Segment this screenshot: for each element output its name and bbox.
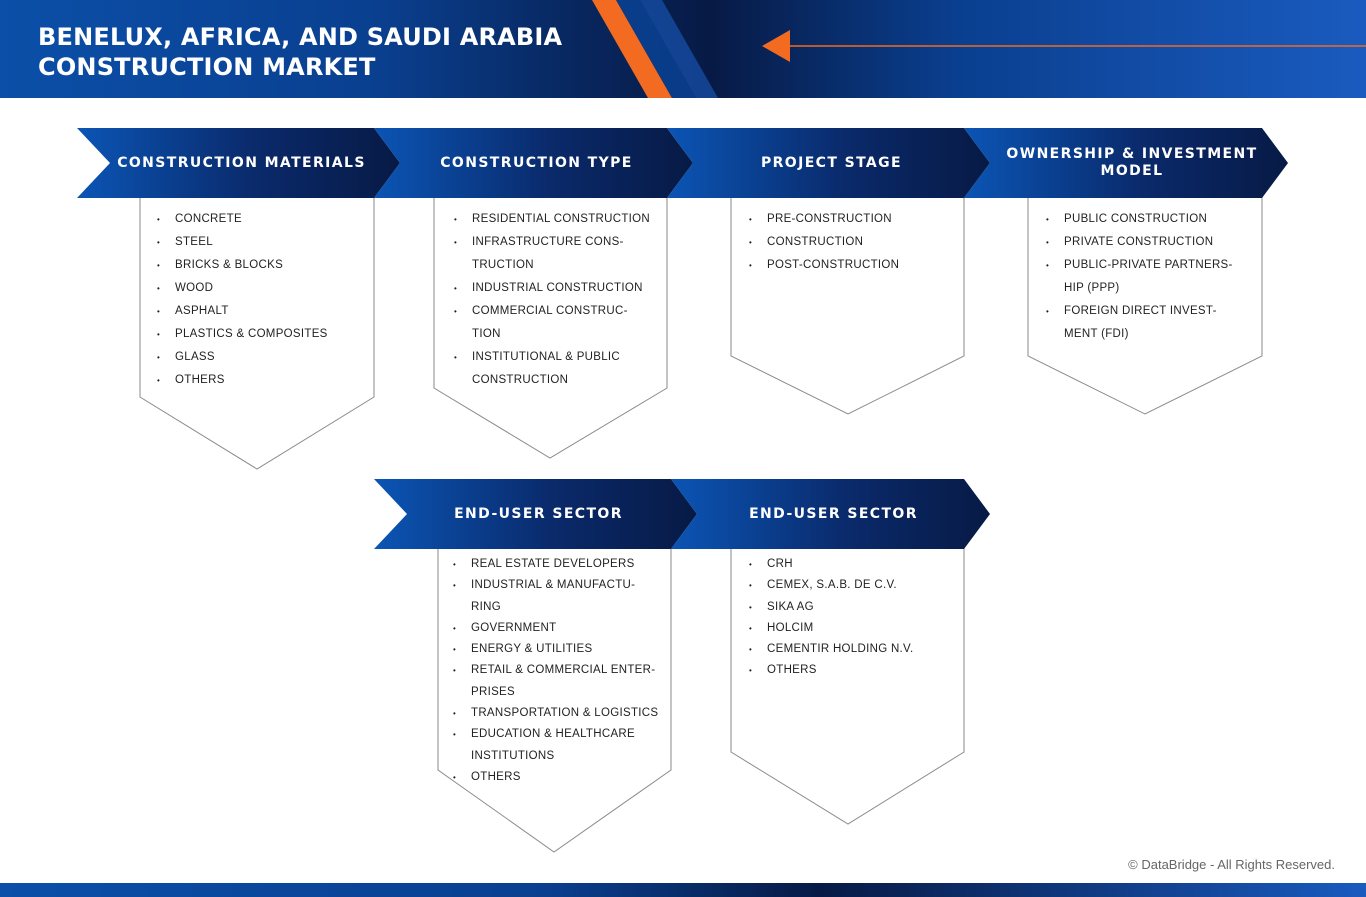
list-item: RETAIL & COMMERCIAL ENTER- PRISES — [453, 660, 667, 703]
list-item: GLASS — [157, 346, 367, 369]
list-item: INDUSTRIAL & MANUFACTU- RING — [453, 575, 667, 618]
segment-title: END-USER SECTOR — [749, 505, 918, 522]
segment-title: CONSTRUCTION TYPE — [440, 154, 633, 171]
footer-bar — [0, 883, 1366, 897]
list-item: ENERGY & UTILITIES — [453, 639, 667, 661]
list-item: OTHERS — [453, 767, 667, 789]
list-item: ASPHALT — [157, 300, 367, 323]
list-item: OTHERS — [157, 369, 367, 392]
chevron-end-user — [374, 479, 697, 549]
segment-item-list: RESIDENTIAL CONSTRUCTION INFRASTRUCTURE … — [454, 208, 664, 392]
segment-item-list: CRH CEMEX, S.A.B. DE C.V. SIKA AG HOLCIM… — [749, 554, 959, 682]
list-item: CEMENTIR HOLDING N.V. — [749, 639, 959, 661]
list-item: TRANSPORTATION & LOGISTICS — [453, 703, 667, 725]
list-item: FOREIGN DIRECT INVEST- MENT (FDI) — [1046, 300, 1258, 346]
segment-item-list: PRE-CONSTRUCTION CONSTRUCTION POST-CONST… — [749, 208, 959, 277]
list-item: OTHERS — [749, 660, 959, 682]
segment-title: CONSTRUCTION MATERIALS — [117, 154, 366, 171]
list-item: PUBLIC-PRIVATE PARTNERS- HIP (PPP) — [1046, 254, 1258, 300]
list-item: CEMEX, S.A.B. DE C.V. — [749, 575, 959, 597]
blue-stripe — [616, 0, 696, 98]
chevron-project-stage — [667, 128, 990, 198]
list-item: PRIVATE CONSTRUCTION — [1046, 231, 1258, 254]
list-item: INDUSTRIAL CONSTRUCTION — [454, 277, 664, 300]
list-item: RESIDENTIAL CONSTRUCTION — [454, 208, 664, 231]
list-item: SIKA AG — [749, 597, 959, 619]
list-item: STEEL — [157, 231, 367, 254]
copyright-text: © DataBridge - All Rights Reserved. — [1128, 857, 1335, 872]
list-item: BRICKS & BLOCKS — [157, 254, 367, 277]
arrow-left-icon — [762, 30, 790, 62]
chevron-ownership — [964, 128, 1288, 198]
list-item: INSTITUTIONAL & PUBLIC CONSTRUCTION — [454, 346, 664, 392]
page-title: BENELUX, AFRICA, AND SAUDI ARABIA CONSTR… — [38, 23, 563, 81]
blue-stripe-light — [640, 0, 718, 98]
list-item: HOLCIM — [749, 618, 959, 640]
segment-item-list: PUBLIC CONSTRUCTION PRIVATE CONSTRUCTION… — [1046, 208, 1258, 346]
list-item: PUBLIC CONSTRUCTION — [1046, 208, 1258, 231]
list-item: REAL ESTATE DEVELOPERS — [453, 554, 667, 576]
orange-stripe — [592, 0, 672, 98]
list-item: INFRASTRUCTURE CONS- TRUCTION — [454, 231, 664, 277]
header-banner: BENELUX, AFRICA, AND SAUDI ARABIA CONSTR… — [0, 0, 1366, 98]
list-item: POST-CONSTRUCTION — [749, 254, 959, 277]
list-item: COMMERCIAL CONSTRUC- TION — [454, 300, 664, 346]
list-item: PLASTICS & COMPOSITES — [157, 323, 367, 346]
list-item: WOOD — [157, 277, 367, 300]
list-item: CONSTRUCTION — [749, 231, 959, 254]
list-item: CRH — [749, 554, 959, 576]
segment-item-list: CONCRETE STEEL BRICKS & BLOCKS WOOD ASPH… — [157, 208, 367, 392]
list-item: PRE-CONSTRUCTION — [749, 208, 959, 231]
chevron-end-user-2 — [671, 479, 990, 549]
list-item: GOVERNMENT — [453, 618, 667, 640]
chevron-construction-type — [374, 128, 693, 198]
header-decoration — [592, 0, 1366, 98]
segment-title: END-USER SECTOR — [454, 505, 623, 522]
segment-item-list: REAL ESTATE DEVELOPERS INDUSTRIAL & MANU… — [453, 554, 667, 789]
segment-title: OWNERSHIP & INVESTMENT MODEL — [1006, 146, 1258, 179]
chevron-construction-materials — [77, 128, 400, 198]
segment-title: PROJECT STAGE — [760, 154, 903, 171]
list-item: CONCRETE — [157, 208, 367, 231]
list-item: EDUCATION & HEALTHCARE INSTITUTIONS — [453, 724, 667, 767]
